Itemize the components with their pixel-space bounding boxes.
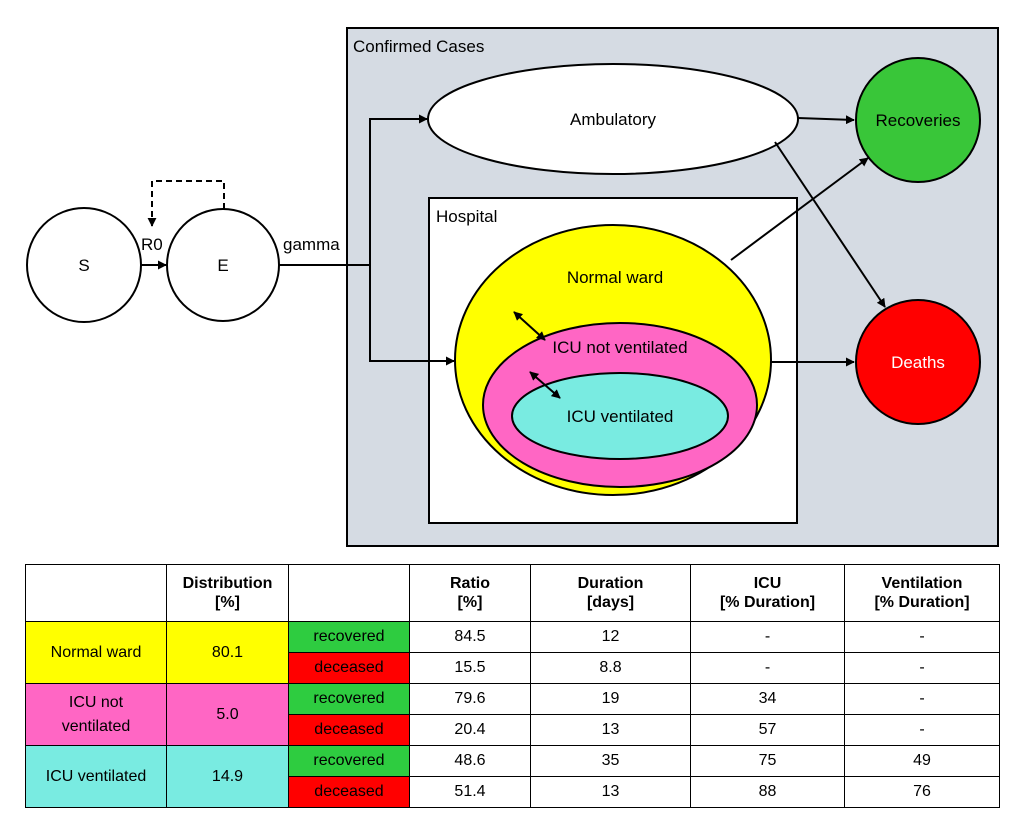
outcome-cell: recovered — [288, 683, 410, 715]
edge-to-hospital — [369, 265, 455, 366]
outcome-cell: deceased — [288, 714, 410, 746]
edge-ward-icu-transfer — [513, 311, 546, 341]
node-deaths — [855, 299, 981, 425]
distribution-cell: 14.9 — [166, 745, 289, 808]
statistics-table: Distribution[%] Ratio[%] Duration[days] … — [25, 564, 1000, 808]
edge-to-ambulatory — [369, 114, 428, 265]
icu-cell: - — [690, 652, 845, 684]
outcome-cell: recovered — [288, 745, 410, 777]
node-s-label: S — [78, 256, 89, 275]
table-row: ICU ventilated 14.9 recovered 48.6 35 75… — [25, 745, 1000, 808]
icu-cell: 34 — [690, 683, 845, 715]
outcome-cell: deceased — [288, 776, 410, 808]
ratio-cell: 48.6 — [409, 745, 531, 777]
ventilation-cell: 76 — [844, 776, 1000, 808]
duration-cell: 13 — [530, 776, 691, 808]
distribution-cell: 5.0 — [166, 683, 289, 746]
header-ventilation: Ventilation[% Duration] — [844, 564, 1000, 622]
node-icu-ventilated-label: ICU ventilated — [567, 407, 674, 426]
edge-ambulatory-to-recoveries — [797, 115, 855, 125]
header-empty-outcome — [288, 564, 410, 622]
node-recoveries — [855, 57, 981, 183]
edge-ambulatory-to-deaths — [774, 141, 886, 308]
ratio-cell: 15.5 — [409, 652, 531, 684]
node-recoveries-label: Recoveries — [875, 111, 960, 130]
table-row: deceased 51.4 13 88 76 — [26, 776, 1000, 808]
duration-cell: 12 — [530, 621, 691, 653]
node-icu-not-ventilated-label: ICU not ventilated — [552, 338, 687, 357]
outcome-cell: recovered — [288, 621, 410, 653]
table-row: deceased 20.4 13 57 - — [26, 714, 1000, 746]
header-icu: ICU[% Duration] — [690, 564, 845, 622]
ventilation-cell: - — [844, 714, 1000, 746]
ventilation-cell: - — [844, 683, 1000, 715]
header-duration: Duration[days] — [530, 564, 691, 622]
header-empty — [25, 564, 167, 622]
distribution-cell: 80.1 — [166, 621, 289, 684]
duration-cell: 13 — [530, 714, 691, 746]
node-icu-ventilated — [511, 372, 729, 460]
table-row: Normal ward 80.1 recovered 84.5 12 - - — [25, 621, 1000, 684]
node-ambulatory-label: Ambulatory — [570, 110, 656, 129]
node-deaths-label: Deaths — [891, 353, 945, 372]
ventilation-cell: - — [844, 621, 1000, 653]
ratio-cell: 20.4 — [409, 714, 531, 746]
ratio-cell: 79.6 — [409, 683, 531, 715]
icu-cell: 75 — [690, 745, 845, 777]
icu-cell: 88 — [690, 776, 845, 808]
ventilation-cell: 49 — [844, 745, 1000, 777]
edge-feedback-dashed — [147, 180, 225, 227]
node-normal-ward-label: Normal ward — [567, 268, 663, 287]
edge-hospital-to-recoveries — [730, 157, 869, 261]
icu-cell: 57 — [690, 714, 845, 746]
hospital-label: Hospital — [436, 207, 497, 226]
confirmed-cases-label: Confirmed Cases — [353, 37, 484, 56]
group-name-cell: Normal ward — [25, 621, 167, 684]
ratio-cell: 51.4 — [409, 776, 531, 808]
duration-cell: 8.8 — [530, 652, 691, 684]
icu-cell: - — [690, 621, 845, 653]
table-header-row: Distribution[%] Ratio[%] Duration[days] … — [25, 564, 1000, 622]
node-e-label: E — [217, 256, 228, 275]
duration-cell: 19 — [530, 683, 691, 715]
table-row: ICU not ventilated 5.0 recovered 79.6 19… — [25, 683, 1000, 746]
group-name-cell: ICU not ventilated — [25, 683, 167, 746]
edge-label-gamma: gamma — [283, 235, 340, 254]
header-distribution: Distribution[%] — [166, 564, 289, 622]
ratio-cell: 84.5 — [409, 621, 531, 653]
edge-icu-ventilation-transfer — [529, 371, 561, 399]
model-diagram: Confirmed Cases Hospital S E R0 gamma Am… — [26, 27, 999, 547]
group-name-cell: ICU ventilated — [25, 745, 167, 808]
edge-label-r0: R0 — [141, 235, 163, 254]
ventilation-cell: - — [844, 652, 1000, 684]
outcome-cell: deceased — [288, 652, 410, 684]
duration-cell: 35 — [530, 745, 691, 777]
header-ratio: Ratio[%] — [409, 564, 531, 622]
